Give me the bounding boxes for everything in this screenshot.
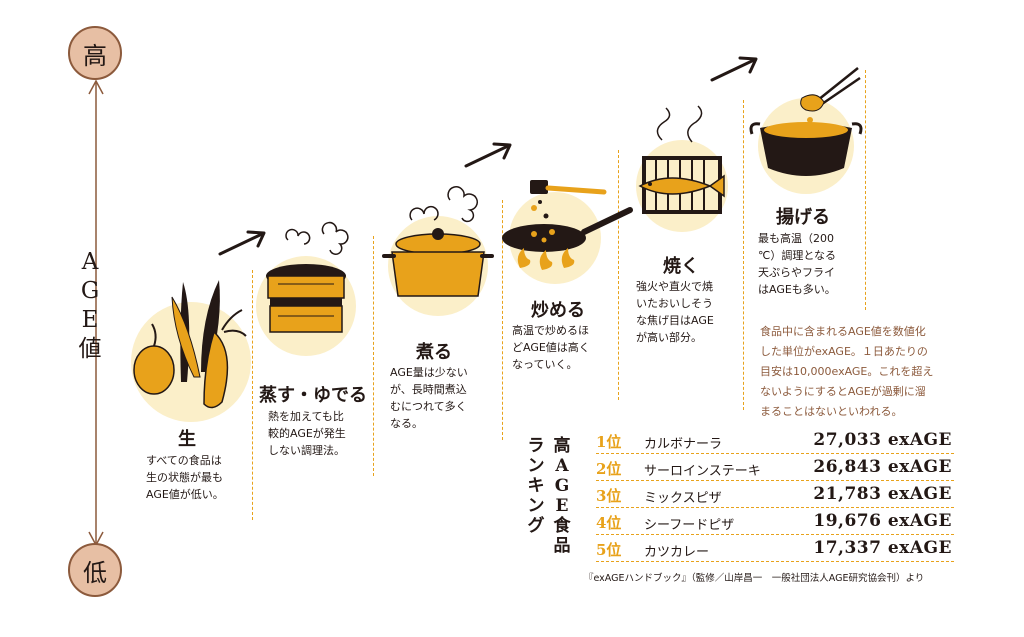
step-desc-stirfry: 高温で炒めるほ どAGE値は高く なっていく。 (512, 324, 590, 371)
step-title-stirfry: 炒める (531, 300, 585, 321)
rank-food: カルボナーラ (644, 437, 723, 452)
step-arrow-icon (710, 56, 758, 82)
source-citation: 『exAGEハンドブック』（監修／山岸昌一 一般社団法人AGE研究協会刊）より (584, 573, 925, 584)
step-title-steam: 蒸す・ゆでる (259, 385, 367, 406)
step-title-raw: 生 (178, 429, 196, 450)
exage-note: 食品中に含まれるAGE値を数値化 した単位がexAGE。１日あたりの 目安は10… (760, 325, 934, 418)
step-desc-steam: 熱を加えても比 較的AGEが発生 しない調理法。 (268, 410, 346, 457)
divider (373, 236, 374, 476)
divider (743, 100, 744, 410)
vegetables-icon (131, 280, 251, 422)
pot-icon (382, 186, 494, 316)
ranking-row: 5位 カツカレー 17,337 exAGE (596, 536, 954, 562)
step-desc-grill: 強火や直火で焼 いたおいしそう な焦げ目はAGE が高い部分。 (636, 280, 714, 344)
rank-position: 1位 (596, 433, 622, 451)
rank-position: 4位 (596, 514, 622, 532)
ranking-row: 4位 シーフードピザ 19,676 exAGE (596, 509, 954, 535)
rank-food: サーロインステーキ (644, 464, 761, 479)
low-badge: 低 (68, 543, 122, 597)
step-title-grill: 焼く (663, 256, 699, 277)
step-title-deepfry: 揚げる (776, 207, 830, 228)
ranking-heading-line1: ラ ン キ ン グ (527, 436, 545, 536)
frying-pan-icon (502, 180, 633, 284)
rank-value: 27,033 exAGE (813, 430, 952, 450)
rank-value: 26,843 exAGE (813, 457, 952, 477)
axis-title: A G E 値 (78, 249, 102, 362)
rank-food: カツカレー (644, 545, 710, 560)
grilled-fish-icon (636, 105, 728, 232)
high-badge: 高 (68, 26, 122, 80)
rank-position: 2位 (596, 460, 622, 478)
rank-value: 17,337 exAGE (813, 538, 952, 558)
divider (618, 150, 619, 400)
deep-fryer-icon (749, 67, 863, 194)
ranking-row: 2位 サーロインステーキ 26,843 exAGE (596, 455, 954, 481)
step-desc-deepfry: 最も高温（200 ℃）調理となる 天ぷらやフライ はAGEも多い。 (758, 232, 837, 296)
step-desc-simmer: AGE量は少ない が、長時間煮込 むにつれて多く なる。 (390, 366, 468, 430)
steamer-icon (256, 221, 356, 356)
ranking-row: 1位 カルボナーラ 27,033 exAGE (596, 428, 954, 454)
rank-position: 5位 (596, 541, 622, 559)
rank-food: ミックスピザ (644, 491, 722, 506)
rank-position: 3位 (596, 487, 622, 505)
step-arrow-icon (464, 142, 512, 168)
ranking-heading-line2: 高 A G E 食 品 (553, 436, 571, 556)
ranking-row: 3位 ミックスピザ 21,783 exAGE (596, 482, 954, 508)
rank-value: 19,676 exAGE (813, 511, 952, 531)
divider (865, 70, 866, 310)
divider (252, 270, 253, 520)
step-desc-raw: すべての食品は 生の状態が最も AGE値が低い。 (146, 454, 224, 501)
rank-food: シーフードピザ (644, 518, 735, 533)
divider (502, 200, 503, 440)
rank-value: 21,783 exAGE (813, 484, 952, 504)
step-arrow-icon (218, 230, 266, 256)
step-title-simmer: 煮る (416, 342, 452, 363)
